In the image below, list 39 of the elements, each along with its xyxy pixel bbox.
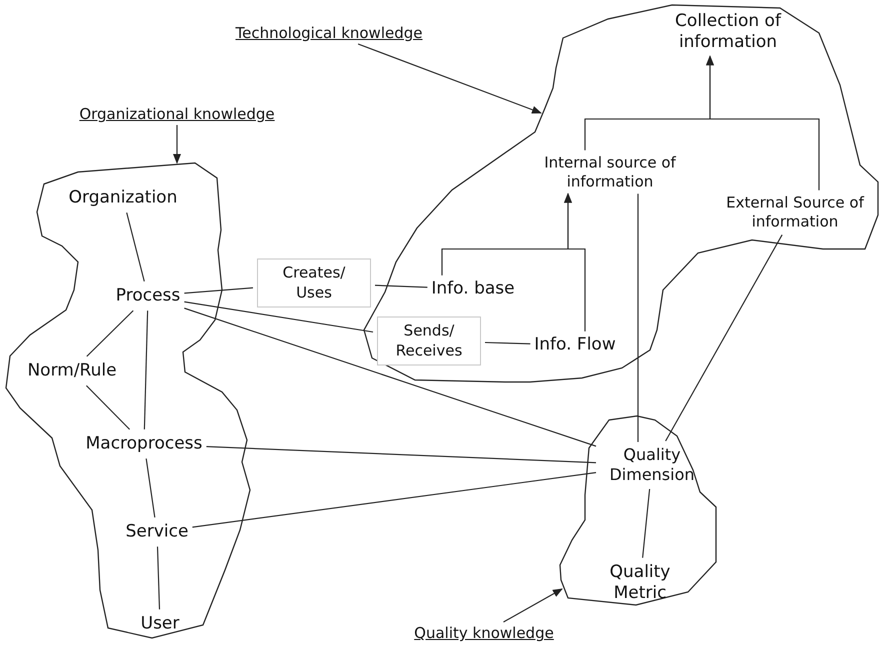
concept-label: Organization [68, 187, 178, 209]
connector-line [192, 472, 596, 528]
arrow [173, 125, 181, 164]
region-title: Quality knowledge [414, 624, 554, 642]
concept-label: Quality Dimension [600, 445, 704, 485]
relation-box: Sends/ Receives [377, 316, 481, 366]
connector-line [144, 310, 148, 430]
connector-line [156, 546, 160, 610]
concept-label: Service [126, 521, 188, 543]
arrow [564, 192, 586, 332]
connector-line [126, 212, 145, 282]
connector-line [86, 385, 130, 430]
arrow [706, 55, 820, 190]
concept-label: Process [116, 285, 180, 307]
concept-label: Collection of information [648, 10, 808, 54]
region-title: Technological knowledge [236, 24, 422, 42]
concept-label: Quality Metric [595, 562, 685, 604]
relation-box: Creates/ Uses [257, 258, 371, 308]
concept-label: User [140, 613, 180, 635]
connector-line [206, 446, 596, 464]
arrow [503, 588, 563, 622]
concept-label: Info. base [431, 278, 515, 300]
concept-label: External Source of information [710, 193, 880, 231]
concept-label: Info. Flow [534, 334, 616, 356]
connector-line [484, 342, 530, 344]
concept-label: Macroprocess [86, 433, 202, 455]
connector-line [374, 284, 428, 288]
connector-line [184, 301, 374, 333]
connector-line [184, 287, 254, 294]
connector-line [665, 234, 783, 442]
concept-label: Internal source of information [530, 153, 690, 191]
connector-line [86, 310, 134, 357]
concept-label: Norm/Rule [27, 360, 117, 382]
connector-line [146, 458, 156, 518]
connector-line [637, 194, 639, 442]
region-title: Organizational knowledge [79, 105, 275, 123]
connector-line [184, 308, 596, 447]
connector-line [642, 488, 650, 558]
arrow [358, 43, 542, 114]
